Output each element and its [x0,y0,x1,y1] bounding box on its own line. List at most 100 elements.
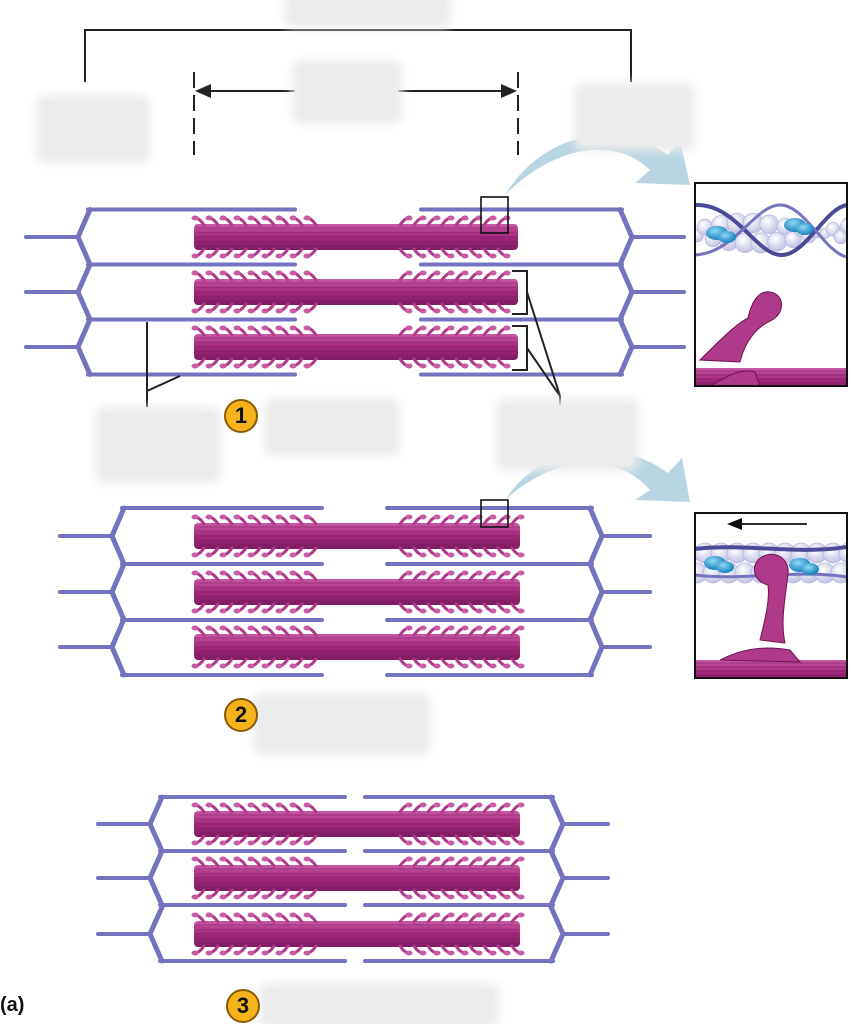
myosin-head-tip [219,253,227,259]
myosin-head-tip [461,270,469,276]
myosin-head-tip [247,270,255,276]
myosin-head-tip [205,325,213,331]
myosin-head-tip [233,308,241,314]
myosin-head-tip [247,514,255,520]
myosin-head-tip [303,308,311,314]
myosin-head-tip [503,950,511,956]
myosin-head-tip [461,215,469,221]
myosin-head-tip [261,325,269,331]
myosin-head-tip [433,912,441,918]
myosin-head-tip [275,856,283,862]
myosin-head-tip [289,325,297,331]
band-width-arrow [193,72,519,155]
myosin-head-tip [233,840,241,846]
myosin-head-tip [289,570,297,576]
myosin-head-tip [461,894,469,900]
myosin-head-tip [247,950,255,956]
myosin-head-tip [205,625,213,631]
tropomyosin [696,203,846,259]
myosin-head-tip [405,802,413,808]
myosin-head-tip [517,570,525,576]
myosin-head-tip [489,363,497,369]
curved-arrow-icon [505,135,690,195]
myosin-head-tip [247,308,255,314]
myosin-head-tip [261,840,269,846]
myosin-head-tip [475,308,483,314]
myosin-head-tip [233,608,241,614]
myosin-head-tip [191,215,199,221]
myosin-head-tip [205,912,213,918]
myosin-head-tip [489,270,497,276]
myosin-head-tip [289,950,297,956]
myosin-head-tip [261,802,269,808]
myosin-head-tip [419,625,427,631]
myosin-head-tip [517,912,525,918]
myosin-head-tip [191,912,199,918]
inset-content [683,203,846,385]
myosin-head-tip [219,802,227,808]
label-blank-sarcomere [290,0,445,22]
troponin [796,223,814,235]
myosin-head-tip [261,552,269,558]
myosin-head-tip [275,950,283,956]
myosin-head-tip [275,308,283,314]
step-badge-3: 3 [226,989,260,1023]
myosin-head-tip [275,514,283,520]
myosin-head-tip [219,840,227,846]
myosin-head-tip [247,325,255,331]
myosin-head-tip [205,253,213,259]
myosin-head-tip [261,663,269,669]
myosin-head-tip [247,253,255,259]
myosin-head-tip [489,215,497,221]
myosin-head-tip [261,950,269,956]
myosin-head-tip [517,608,525,614]
myosin-head-tip [247,215,255,221]
myosin-head-tip [405,625,413,631]
myosin-head-tip [275,802,283,808]
myosin-head-tip [517,802,525,808]
myosin-head-tip [433,608,441,614]
myosin-head-tip [205,840,213,846]
myosin-head-tip [503,570,511,576]
myosin-head-tip [303,253,311,259]
actin-bead [683,224,696,237]
myosin-head-tip [191,570,199,576]
myosin-head-tip [475,950,483,956]
myosin-head-tip [233,912,241,918]
myosin-head-tip [233,215,241,221]
myosin-head-tip [233,856,241,862]
myosin-head-tip [303,363,311,369]
myosin-head-tip [233,514,241,520]
myosin-head-tip [447,253,455,259]
myosin-head-tip [405,950,413,956]
myosin-head-tip [233,950,241,956]
inset-power-stroke [694,512,848,679]
myosin-head-tip [205,950,213,956]
myosin-head-tip [475,270,483,276]
myosin-head-tip [447,856,455,862]
myosin-head-tip [275,912,283,918]
myosin-head-tip [489,625,497,631]
myosin-head-tip [503,552,511,558]
actin-bead [830,562,846,584]
myosin-head-tip [233,253,241,259]
myosin-head-tip [503,894,511,900]
myosin-head-tip [275,608,283,614]
myosin-head-tip [191,802,199,808]
myosin-head-tip [517,552,525,558]
myosin-head-tip [219,950,227,956]
myosin-head-tip [503,663,511,669]
myosin-head-tip [503,253,511,259]
inset-relaxed-crossbridge [683,182,848,387]
myosin-head-tip [433,802,441,808]
myosin-head-tip [405,325,413,331]
myosin-head-tip [405,570,413,576]
myosin-head [753,553,789,644]
myosin-head-tip [261,856,269,862]
myosin-head-tip [461,608,469,614]
thick-filament [696,368,846,385]
myosin-head-tip [275,270,283,276]
myosin-head-tip [503,363,511,369]
myosin-head-tip [461,552,469,558]
myosin-head-tip [275,253,283,259]
